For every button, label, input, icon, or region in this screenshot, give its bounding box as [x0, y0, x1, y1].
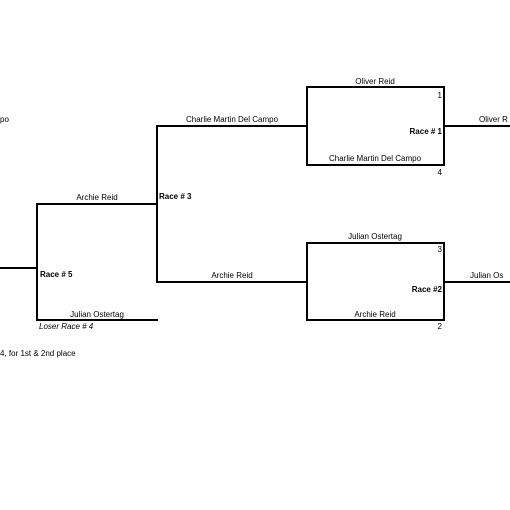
- race1-top-name: Oliver Reid: [355, 77, 395, 86]
- race2-winner-name: Julian Os: [470, 271, 504, 280]
- race1-winner-name: Oliver R: [479, 115, 508, 124]
- race2-top-name: Julian Ostertag: [348, 232, 402, 241]
- race2-bottom-seed: 2: [437, 322, 442, 331]
- race1-bottom-name: Charlie Martin Del Campo: [328, 154, 422, 163]
- race5-top-name: Archie Reid: [76, 193, 118, 202]
- race5-bottom-note: Loser Race # 4: [39, 322, 94, 331]
- race2-bottom-name: Archie Reid: [354, 310, 396, 319]
- race1-top-seed: 1: [437, 91, 442, 100]
- race5-bottom-name: Julian Ostertag: [70, 310, 124, 319]
- race3-label: Race # 3: [159, 192, 192, 201]
- left-partial-note: 4, for 1st & 2nd place: [0, 349, 76, 358]
- left-partial-name: po: [0, 115, 9, 124]
- race3-top-name: Charlie Martin Del Campo: [185, 115, 279, 124]
- race2-top-seed: 3: [437, 245, 442, 254]
- race5-label: Race # 5: [40, 270, 73, 279]
- race3-bottom-name: Archie Reid: [211, 271, 253, 280]
- race2-label: Race #2: [411, 285, 442, 294]
- race1-label: Race # 1: [409, 127, 442, 136]
- race1-bottom-seed: 4: [437, 168, 442, 177]
